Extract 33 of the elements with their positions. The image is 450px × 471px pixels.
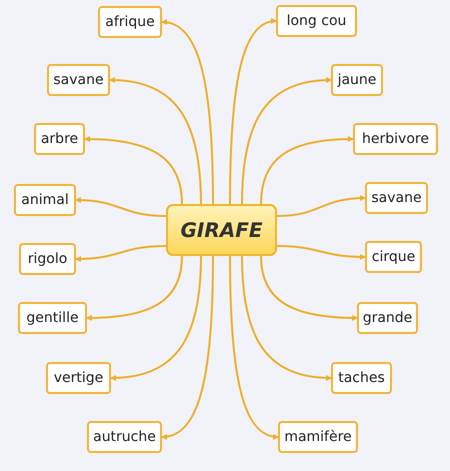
connector-arrow bbox=[260, 256, 358, 321]
topic-box: vertige bbox=[46, 362, 111, 394]
connector-arrow bbox=[109, 77, 202, 204]
connector-arrow bbox=[86, 256, 183, 321]
topic-box: jaune bbox=[331, 64, 383, 96]
central-topic-box: GIRAFE bbox=[166, 204, 277, 256]
topic-box: gentille bbox=[18, 302, 87, 334]
connector-arrow bbox=[161, 20, 214, 204]
topic-box: herbivore bbox=[353, 123, 438, 155]
topic-box: taches bbox=[331, 362, 392, 394]
connector-arrow bbox=[276, 245, 366, 260]
topic-box: savane bbox=[365, 182, 428, 214]
connector-arrow bbox=[84, 136, 183, 204]
topic-box: grande bbox=[357, 302, 418, 334]
topic-box: mamifère bbox=[278, 421, 358, 453]
topic-box: afrique bbox=[98, 6, 162, 38]
topic-box: animal bbox=[14, 184, 76, 216]
topic-box: savane bbox=[47, 64, 110, 96]
connector-arrow bbox=[276, 195, 366, 217]
topic-box: rigolo bbox=[19, 243, 76, 275]
topic-box: cirque bbox=[365, 241, 422, 273]
connector-arrow bbox=[75, 197, 166, 217]
connector-arrow bbox=[241, 77, 332, 204]
connector-arrow bbox=[75, 245, 166, 262]
topic-box: long cou bbox=[276, 5, 357, 37]
connector-arrow bbox=[161, 256, 214, 440]
connector-arrow bbox=[229, 256, 279, 440]
topic-box: arbre bbox=[34, 123, 85, 155]
connector-arrow bbox=[229, 18, 277, 204]
connector-arrow bbox=[241, 256, 332, 381]
topic-box: autruche bbox=[87, 421, 162, 453]
connector-arrow bbox=[110, 256, 202, 381]
connector-arrow bbox=[260, 136, 354, 204]
